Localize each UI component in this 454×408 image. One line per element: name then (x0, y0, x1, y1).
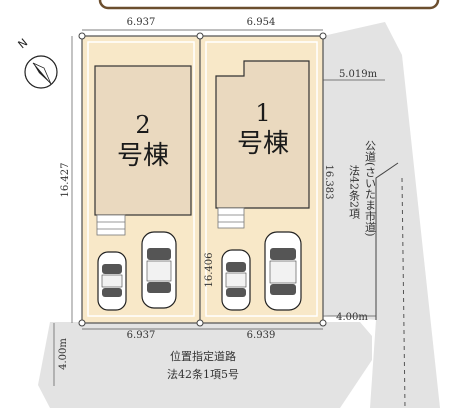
dim-top-left: 6.937 (127, 17, 156, 28)
lot-2-inner (87, 41, 195, 317)
dim-top-right: 6.954 (247, 17, 276, 28)
car-icon (264, 231, 302, 311)
building-2-label: 号棟 (117, 141, 169, 171)
dim-right-top: 5.019m (339, 69, 378, 80)
dim-south-road: 4.00m (58, 338, 69, 370)
dim-right-depth: 16.383 (323, 165, 334, 200)
east-road (323, 22, 440, 408)
east-road-label: 公道(さいたま市道) (364, 140, 377, 237)
dim-middle-depth: 16.406 (204, 253, 215, 288)
top-band (98, 0, 440, 10)
east-road-law: 法42条2項 (348, 164, 361, 220)
south-road-law: 法42条1項5号 (167, 367, 239, 381)
building-1-label: 号棟 (237, 129, 289, 159)
building-2-steps (96, 214, 126, 236)
east-road-center-line (401, 177, 406, 408)
compass-icon (24, 55, 58, 89)
dim-left-depth: 16.427 (60, 163, 71, 198)
corner-markers (78, 32, 327, 327)
car-icon (97, 251, 127, 311)
car-icon (221, 249, 251, 311)
building-1-footprint (215, 60, 310, 209)
east-road-edge (375, 162, 399, 320)
compass-north-label: N (16, 36, 31, 51)
dim-right-bottom: 4.00m (336, 312, 368, 323)
south-road (38, 322, 372, 408)
building-1-number: 1 (255, 99, 270, 127)
building-2-number: 2 (135, 111, 150, 139)
south-road-label: 位置指定道路 (170, 349, 236, 363)
building-1-steps (217, 207, 245, 229)
car-icon (141, 231, 177, 309)
dim-bottom-left: 6.937 (127, 330, 156, 341)
dim-bottom-right: 6.939 (247, 330, 276, 341)
lot-1-inner (205, 41, 318, 317)
building-2-footprint (94, 65, 192, 216)
